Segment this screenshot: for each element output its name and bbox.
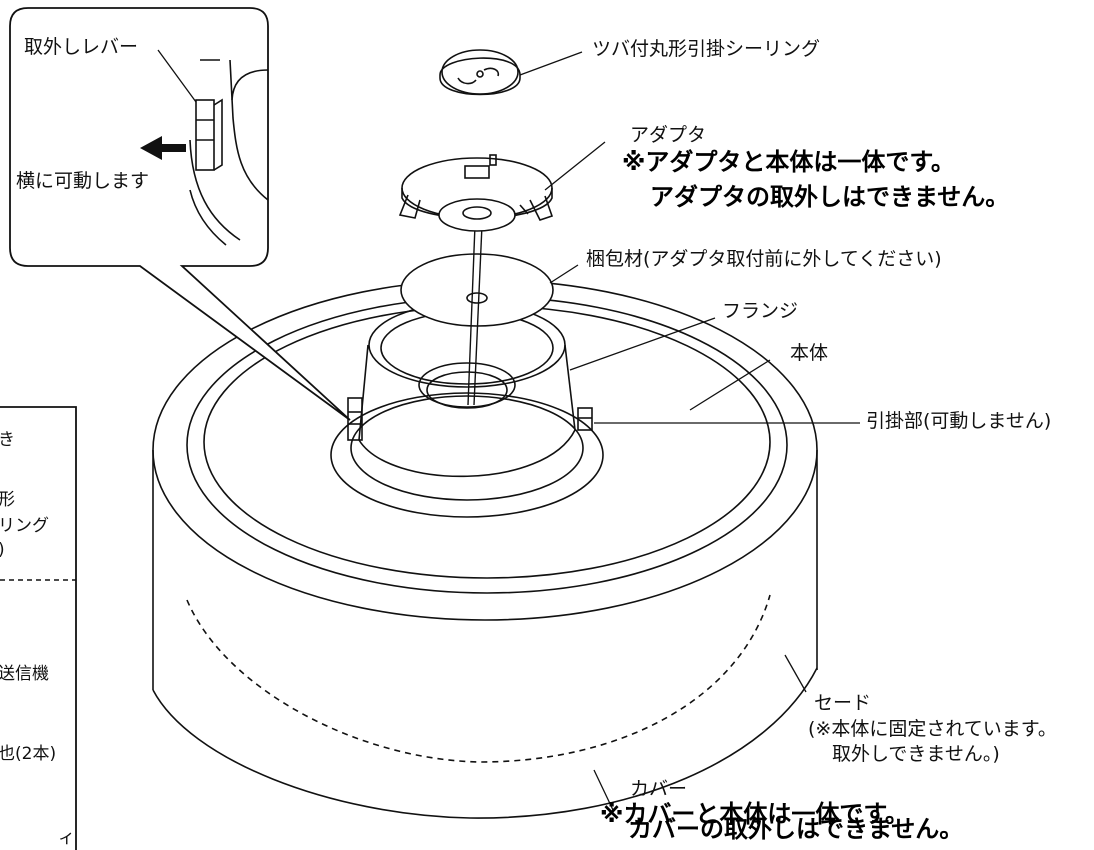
shade-label: セード [814, 692, 872, 714]
release-lever-label: 取外しレバー [24, 36, 139, 58]
cover-label: カバー [630, 778, 688, 800]
ceiling-hook [439, 49, 521, 96]
flange [330, 302, 604, 518]
side-panel-text-7: ィ [58, 828, 75, 848]
moves-sideways-label: 横に可動します [16, 170, 150, 192]
callout-bubble [9, 7, 351, 421]
body-label: 本体 [790, 342, 829, 364]
flange-label: フランジ [722, 300, 799, 322]
side-panel-frame [0, 406, 77, 850]
side-panel-text-5: 送信機 [0, 664, 49, 684]
adapter-note-line2: アダプタの取外しはできません。 [650, 183, 1010, 211]
hook-part-label: 引掛部(可動しません) [866, 410, 1052, 432]
side-panel-text-1: き [0, 430, 15, 450]
shade-note-line2: 取外しできません。) [832, 743, 1000, 765]
cover-note-line2: カバーの取外しはできません。 [628, 815, 964, 843]
packing-disc [400, 253, 554, 327]
adapter-label: アダプタ [630, 124, 707, 146]
adapter-note-line1: ※アダプタと本体は一体です。 [622, 148, 955, 176]
main-body [152, 279, 818, 819]
left-arrow-icon [140, 136, 186, 160]
ceiling-hook-label: ツバ付丸形引掛シーリング [592, 38, 821, 60]
leader-lines [519, 51, 860, 811]
cover-outline [186, 594, 771, 763]
side-panel-text-3: リング [0, 516, 49, 536]
shade-note-line1: (※本体に固定されています。 [808, 718, 1057, 740]
packing-label: 梱包材(アダプタ取付前に外してください) [586, 248, 942, 270]
side-panel-text-2: 形 [0, 490, 15, 510]
side-panel-text-4: ) [0, 540, 5, 560]
side-panel-text-6: 也(2本) [0, 744, 57, 764]
cover-note-line1: ※カバーと本体は一体です。 [600, 800, 909, 828]
adapter [398, 154, 554, 232]
